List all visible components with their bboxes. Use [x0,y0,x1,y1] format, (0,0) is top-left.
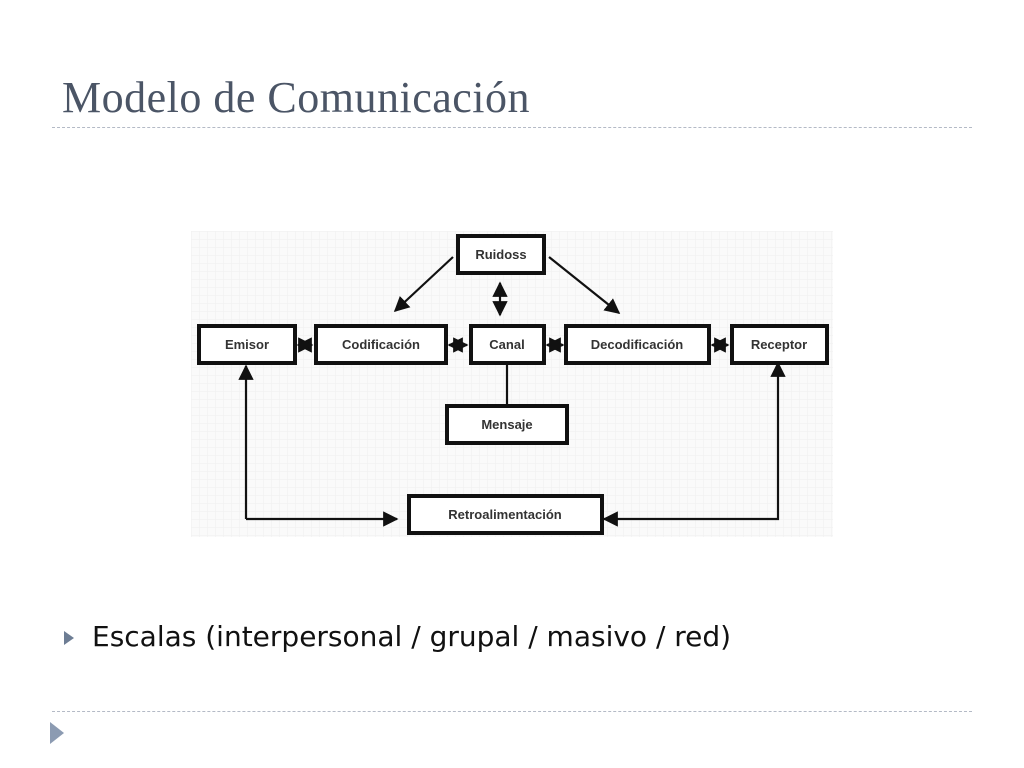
edge-ruidos-codificacion [393,256,454,313]
bullet-item: Escalas (interpersonal / grupal / masivo… [64,620,731,653]
node-decodificacion-label: Decodificación [591,337,684,352]
page-title: Modelo de Comunicación [62,73,531,122]
diagram-grid [191,231,833,537]
footer-divider [52,711,972,712]
node-emisor-label: Emisor [225,337,269,352]
communication-model-diagram: Ruidoss Emisor Codificación Canal Decodi… [191,231,833,537]
node-codificacion-label: Codificación [342,337,420,352]
node-canal: Canal [469,324,546,365]
diagram-svg: Ruidoss Emisor Codificación Canal Decodi… [191,231,833,537]
node-ruidos: Ruidoss [456,234,546,275]
play-triangle-icon [50,722,64,744]
node-codificacion: Codificación [314,324,448,365]
node-receptor: Receptor [730,324,829,365]
bullet-arrow-icon [64,630,74,645]
node-decodificacion: Decodificación [564,324,711,365]
edge-ruidos-decodificacion [548,256,621,314]
node-retroalimentacion: Retroalimentación [407,494,604,535]
node-emisor: Emisor [197,324,297,365]
node-canal-label: Canal [489,337,524,352]
title-divider [52,127,972,128]
node-mensaje-label: Mensaje [481,417,532,432]
node-mensaje: Mensaje [445,404,569,445]
node-retroalimentacion-label: Retroalimentación [448,507,561,522]
edge-receptor-retro [602,366,780,527]
diagram-edges [238,256,786,527]
node-receptor-label: Receptor [751,337,807,352]
node-ruidos-label: Ruidoss [475,247,526,262]
bullet-text: Escalas (interpersonal / grupal / masivo… [92,620,732,653]
